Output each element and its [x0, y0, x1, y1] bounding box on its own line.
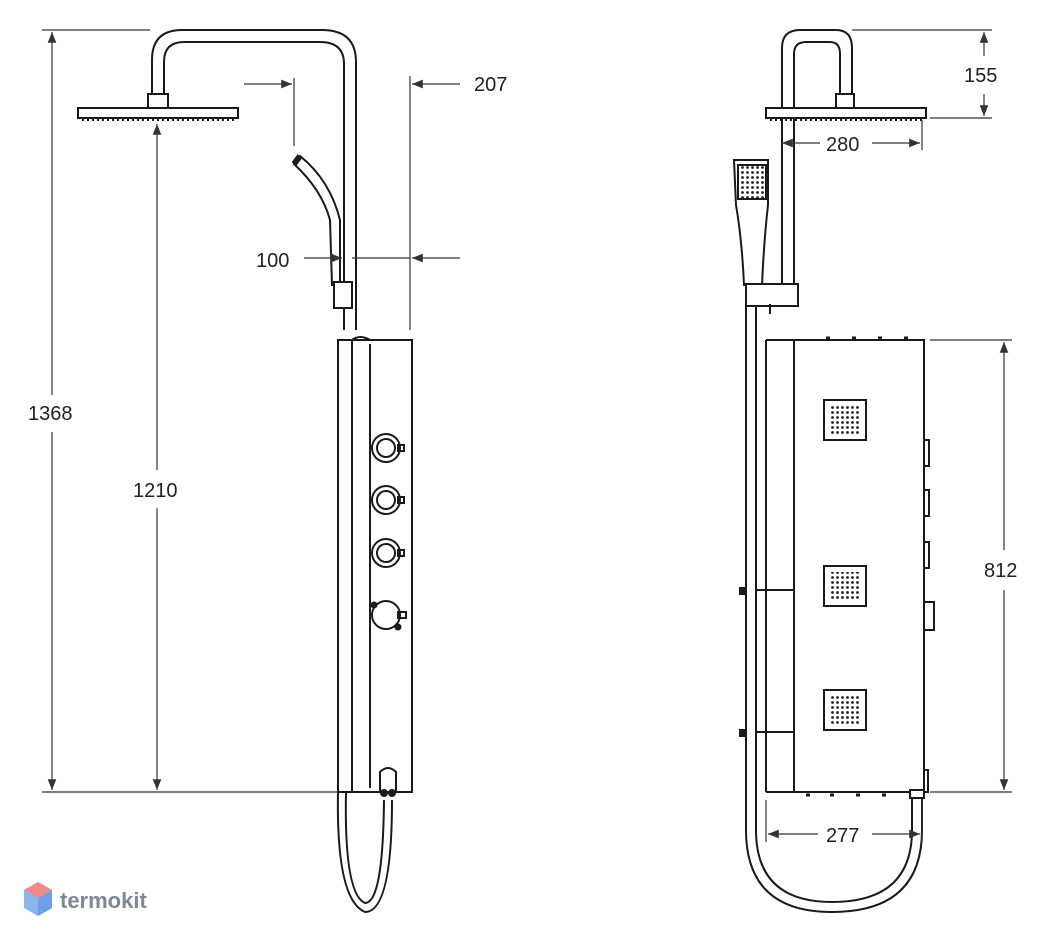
side-dimension-labels: 155 280 812 277	[826, 65, 1017, 847]
dim-head-width: 280	[826, 134, 859, 156]
side-dimensions	[765, 29, 1012, 842]
dim-arm-reach: 207	[474, 74, 507, 96]
panel-side	[739, 336, 935, 797]
dim-total-height: 1368	[28, 403, 73, 425]
hose-front	[336, 791, 393, 914]
rain-shower-head-side	[765, 107, 927, 121]
brand-name: termokit	[60, 888, 147, 913]
panel-front	[337, 336, 413, 797]
shower-arm-front	[151, 29, 357, 330]
hand-shower-front	[291, 154, 353, 309]
rain-shower-head-front	[77, 93, 239, 121]
front-dimensions	[42, 29, 460, 793]
shower-arm-side	[781, 29, 855, 290]
termokit-logo: termokit	[24, 882, 147, 916]
dim-column-offset: 100	[256, 250, 289, 272]
dim-head-height: 1210	[133, 480, 178, 502]
dim-panel-depth: 277	[826, 825, 859, 847]
hand-shower-side	[732, 159, 799, 307]
side-view	[732, 29, 935, 914]
front-dimension-labels: 1368 1210 207 100	[28, 74, 507, 502]
dim-panel-height: 812	[984, 560, 1017, 582]
dim-top-height: 155	[964, 65, 997, 87]
hose-side	[745, 789, 925, 914]
front-view	[77, 29, 413, 914]
